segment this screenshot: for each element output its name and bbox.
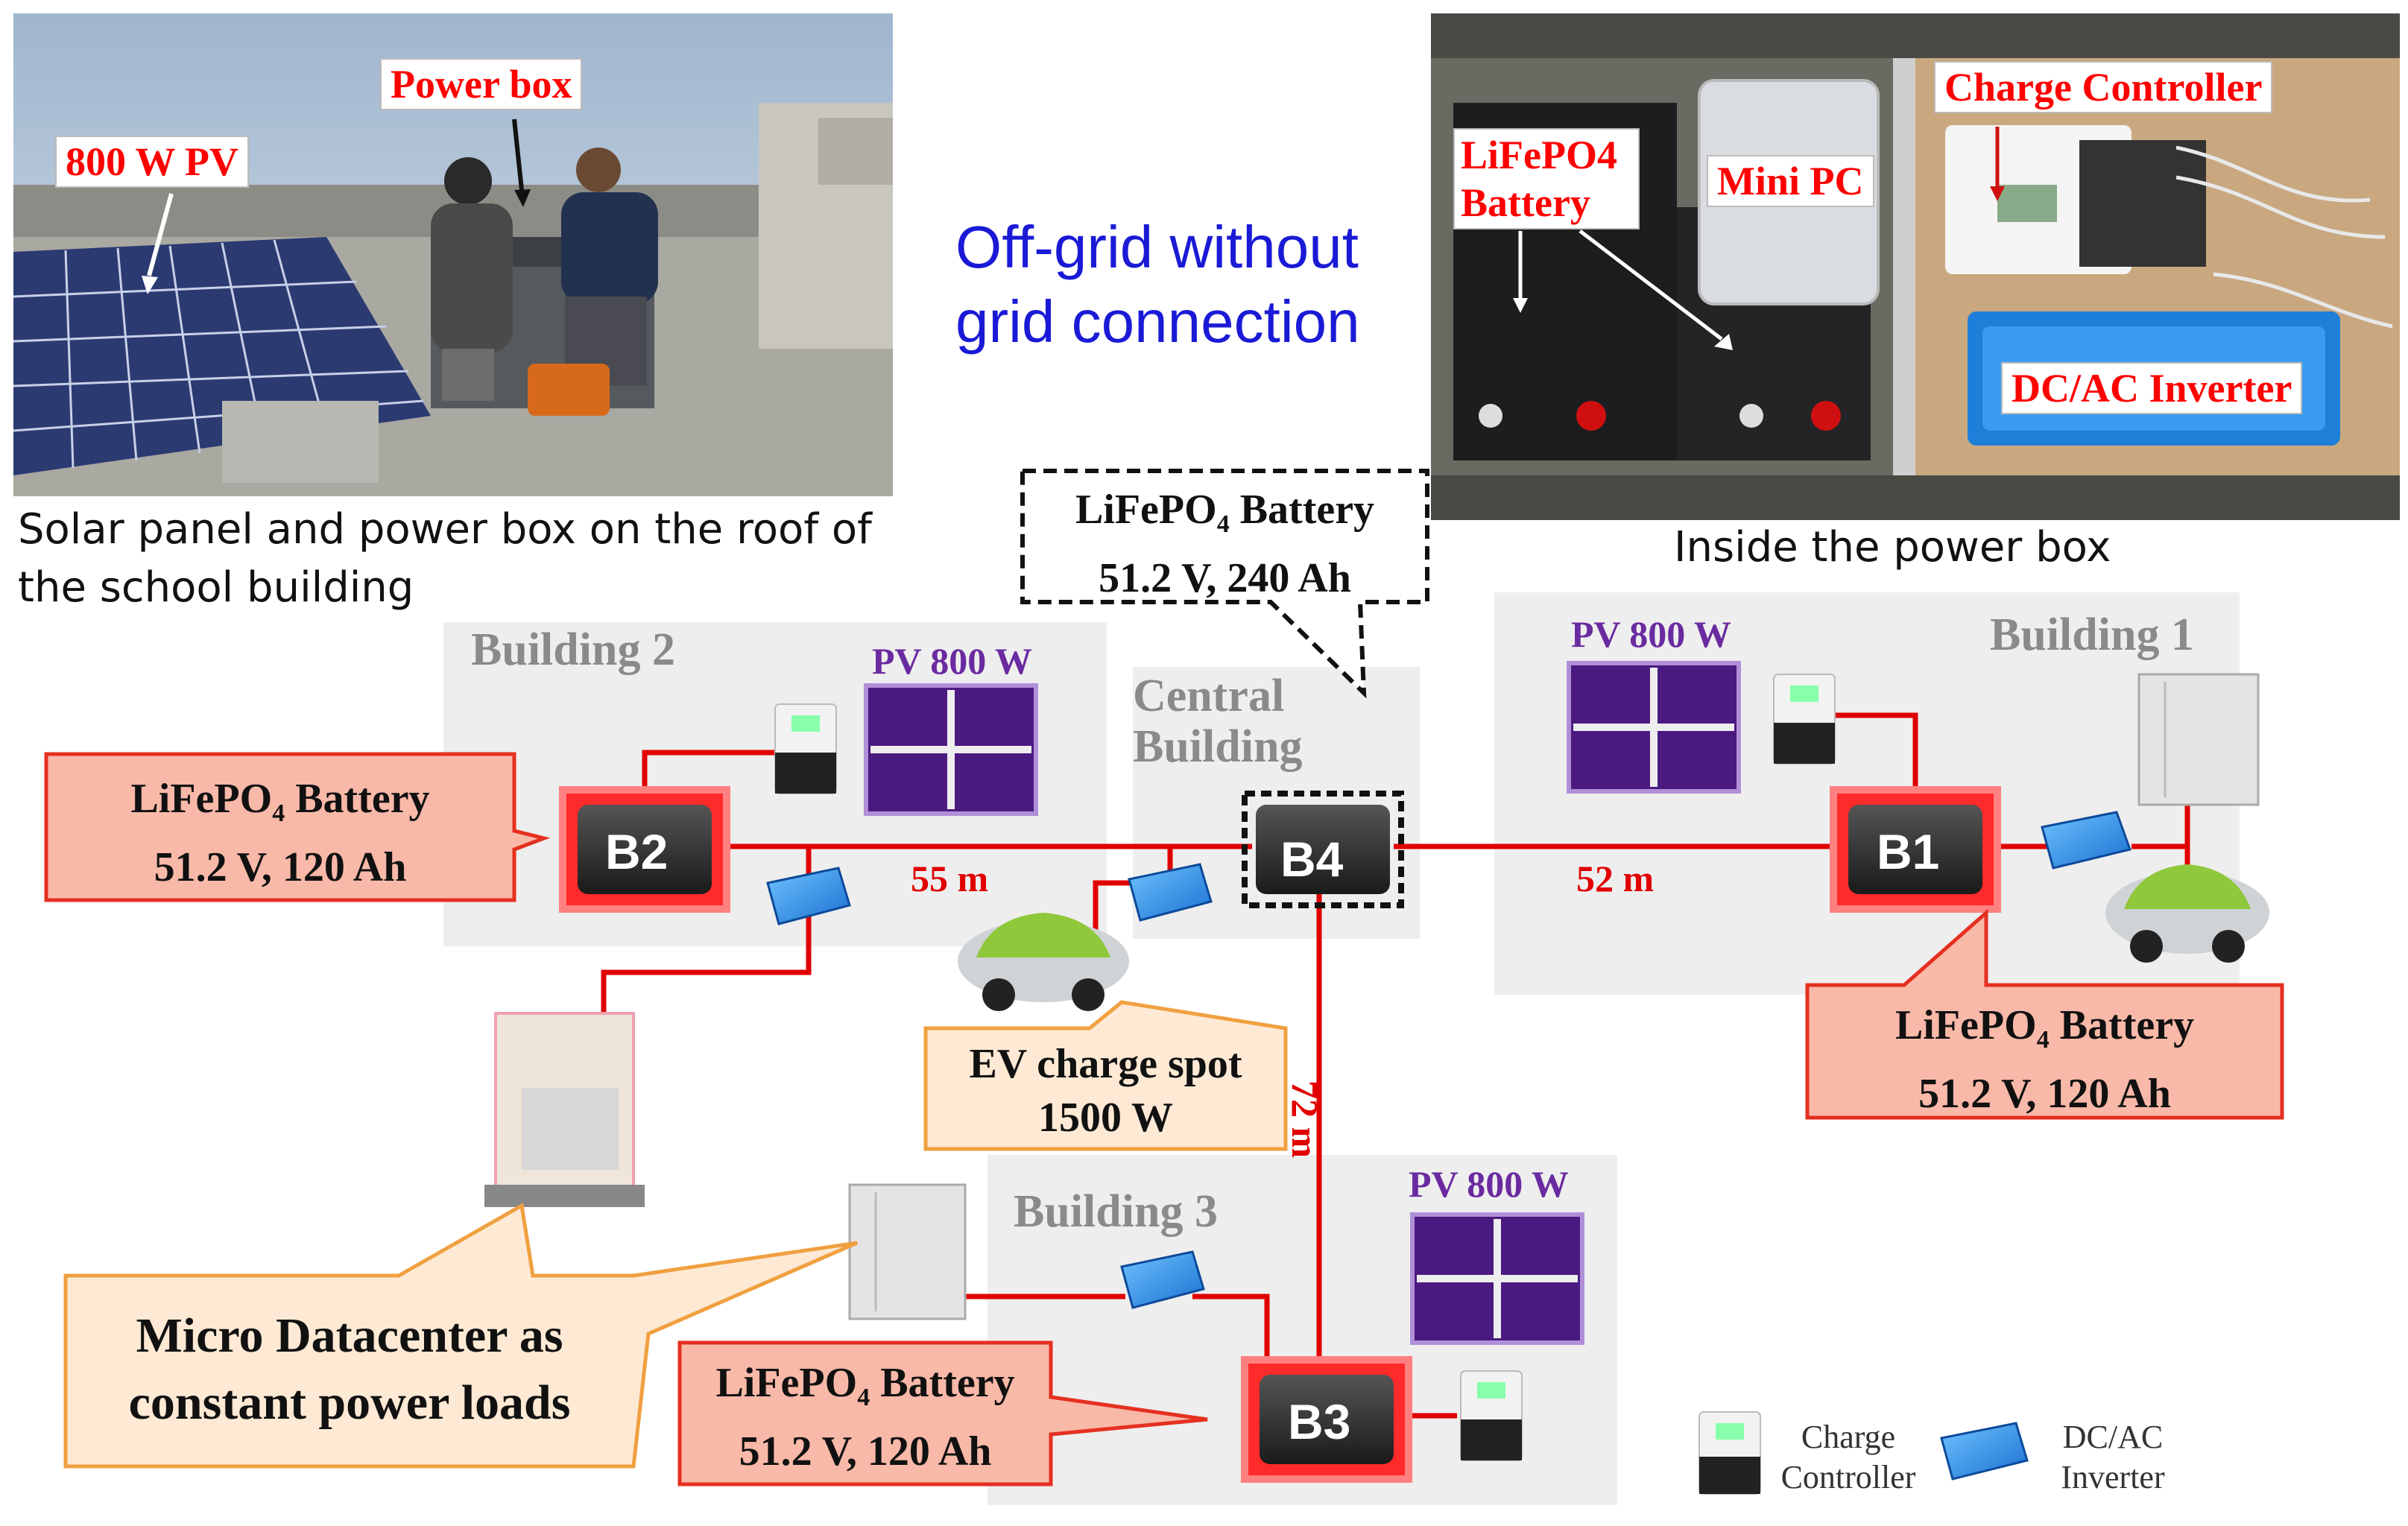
battery-node-b3 xyxy=(1241,1356,1412,1483)
micro-datacenter-building-2 xyxy=(484,1012,645,1207)
pv-label-building-3: PV 800 W xyxy=(1409,1163,1569,1205)
building-1-label: Building 1 xyxy=(1990,610,2194,660)
callout-ev-charge-spot: EV charge spot 1500 W xyxy=(926,1037,1286,1144)
battery-node-b1 xyxy=(1830,786,2001,913)
power-box-photo-arrows xyxy=(1513,127,2005,350)
legend-charge-controller-label: Charge Controller xyxy=(1780,1419,1916,1495)
charge-controller-building-3 xyxy=(1460,1370,1523,1461)
callout-micro-datacenter: Micro Datacenter as constant power loads xyxy=(66,1302,633,1437)
inverter-building-2 xyxy=(766,867,851,925)
pv-panel-building-2 xyxy=(864,683,1038,816)
callout-b3-battery: LiFePO4 Battery 51.2 V, 120 Ah xyxy=(680,1356,1051,1478)
callout-b3-battery-shape xyxy=(677,1340,1208,1487)
legend-charge-controller-icon xyxy=(1698,1411,1761,1495)
legend-inverter-icon xyxy=(1940,1422,2029,1481)
node-label-b4: B4 xyxy=(1280,832,1344,887)
power-box-photo-label: Power box xyxy=(380,58,583,110)
callout-central-battery-line2: 51.2 V, 240 Ah xyxy=(1099,555,1351,602)
charge-controller-photo-label: Charge Controller xyxy=(1934,61,2273,113)
callout-b2-battery: LiFePO4 Battery 51.2 V, 120 Ah xyxy=(46,772,514,894)
callout-b2-battery-line2: 51.2 V, 120 Ah xyxy=(154,844,407,891)
callout-ev-line1: EV charge spot xyxy=(969,1041,1242,1087)
node-label-b3: B3 xyxy=(1288,1394,1351,1449)
central-building-label: Central Building xyxy=(1133,671,1303,772)
callout-datacenter-shape xyxy=(63,1203,858,1469)
pv-panel-building-1 xyxy=(1567,661,1741,794)
roof-photo-arrows xyxy=(142,118,531,294)
callout-b1-battery-line1: LiFePO4 Battery xyxy=(1895,1002,2195,1054)
building-2-label: Building 2 xyxy=(471,624,675,675)
callout-central-battery-shape xyxy=(1020,469,1429,699)
callout-b1-battery-line2: 51.2 V, 120 Ah xyxy=(1918,1071,2171,1118)
callout-ev-shape xyxy=(923,1000,1288,1151)
pv-label-building-2: PV 800 W xyxy=(872,640,1032,682)
battery-photo-label-text: LiFePO4 Battery xyxy=(1461,133,1617,225)
callout-central-battery: LiFePO4 Battery 51.2 V, 240 Ah xyxy=(1023,483,1427,605)
building-3-label: Building 3 xyxy=(1014,1186,1218,1237)
power-box-photo-caption: Inside the power box xyxy=(1674,523,2111,572)
battery-node-b2 xyxy=(559,786,730,913)
distance-b2-b4: 55 m xyxy=(911,858,989,899)
legend-inverter-label: DC/AC Inverter xyxy=(2061,1419,2165,1495)
distance-b4-b1: 52 m xyxy=(1576,858,1655,899)
callout-central-battery-line1: LiFePO4 Battery xyxy=(1075,487,1375,539)
callout-b3-battery-line2: 51.2 V, 120 Ah xyxy=(739,1428,992,1475)
server-rack-building-1 xyxy=(2137,673,2260,806)
inverter-building-1 xyxy=(2041,811,2132,870)
headline: Off-grid without grid connection xyxy=(955,214,1360,355)
ev-car-central xyxy=(958,913,1129,1011)
callout-b2-battery-line1: LiFePO4 Battery xyxy=(130,776,430,828)
charge-controller-building-1 xyxy=(1773,674,1836,764)
power-lines xyxy=(601,712,2190,1419)
battery-node-b4 xyxy=(1242,791,1404,908)
callout-ev-line2: 1500 W xyxy=(1038,1095,1173,1141)
roof-photo-caption: Solar panel and power box on the roof of… xyxy=(18,505,872,612)
inverter-photo-label: DC/AC Inverter xyxy=(2001,362,2303,414)
callout-b1-battery-shape xyxy=(1805,908,2284,1120)
pv-label-building-1: PV 800 W xyxy=(1571,613,1731,655)
mini-pc-photo-label: Mini PC xyxy=(1707,155,1874,207)
charge-controller-building-2 xyxy=(774,703,837,794)
inverter-building-3 xyxy=(1120,1250,1205,1309)
node-label-b2: B2 xyxy=(605,824,669,879)
callout-datacenter-line2: constant power loads xyxy=(128,1375,571,1430)
inverter-central-building xyxy=(1128,863,1213,922)
battery-photo-label: LiFePO4 Battery xyxy=(1453,128,1640,229)
distance-b4-b3: 72 m xyxy=(1284,1080,1326,1159)
callout-b2-battery-shape xyxy=(44,752,551,902)
callout-b3-battery-line1: LiFePO4 Battery xyxy=(715,1360,1015,1412)
pv-panel-building-3 xyxy=(1410,1212,1584,1345)
pv-photo-label: 800 W PV xyxy=(55,136,250,188)
callout-datacenter-line1: Micro Datacenter as xyxy=(136,1308,563,1363)
node-label-b1: B1 xyxy=(1877,824,1940,879)
server-rack-building-3 xyxy=(848,1183,967,1320)
ev-car-building-1 xyxy=(2105,864,2269,963)
callout-b1-battery: LiFePO4 Battery 51.2 V, 120 Ah xyxy=(1807,998,2282,1121)
